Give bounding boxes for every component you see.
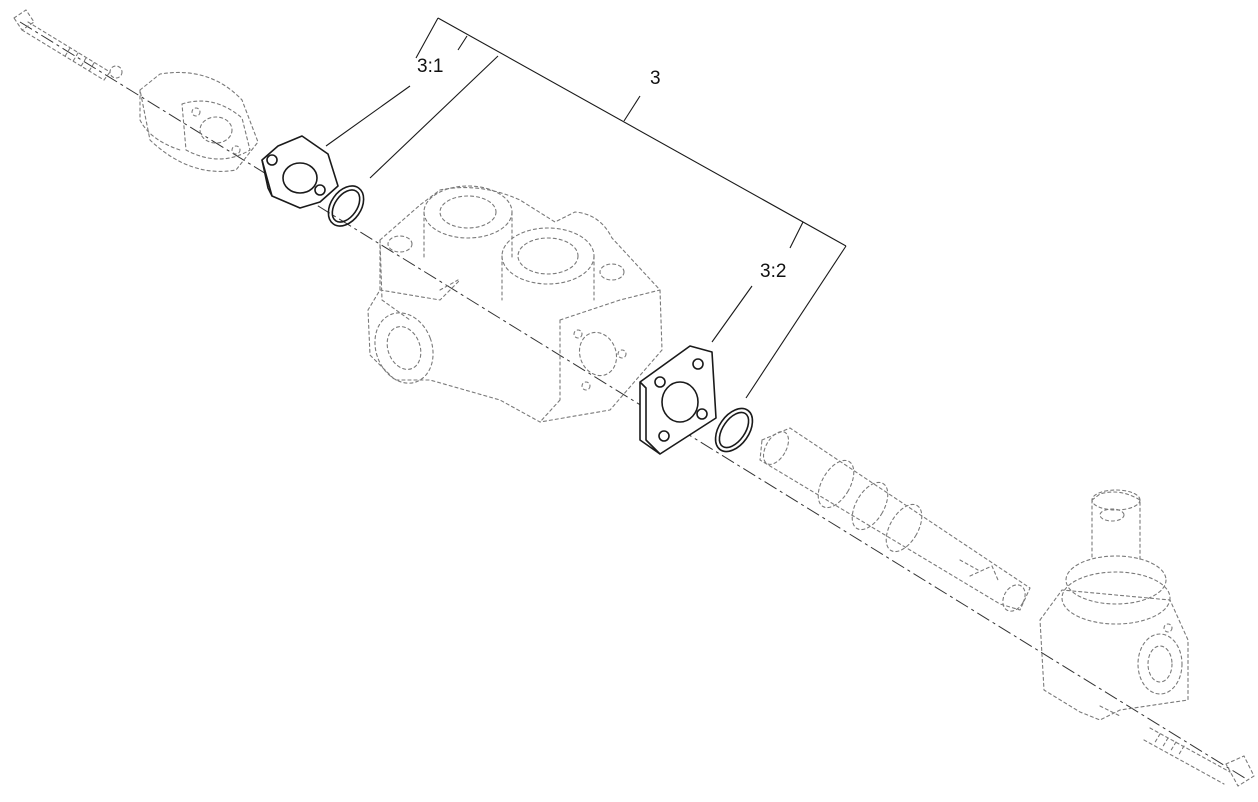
o-ring-3-2 [714, 407, 754, 453]
callout-3-2: 3:2 [760, 261, 786, 282]
upper-left-bolt [13, 9, 123, 81]
lower-right-bolt [1143, 727, 1255, 787]
lower-right-cap [1039, 489, 1189, 721]
flange-plate-3-1 [261, 135, 339, 209]
callout-leaders [325, 17, 847, 399]
callout-3: 3 [650, 68, 661, 89]
valve-spool [759, 427, 1031, 612]
upper-left-end-cap [139, 71, 259, 172]
flange-plate-3-2 [639, 345, 717, 455]
assembly-centerline [19, 21, 1249, 781]
callout-3-1: 3:1 [417, 56, 443, 77]
valve-body [367, 185, 663, 423]
o-ring-3-1 [327, 185, 365, 227]
